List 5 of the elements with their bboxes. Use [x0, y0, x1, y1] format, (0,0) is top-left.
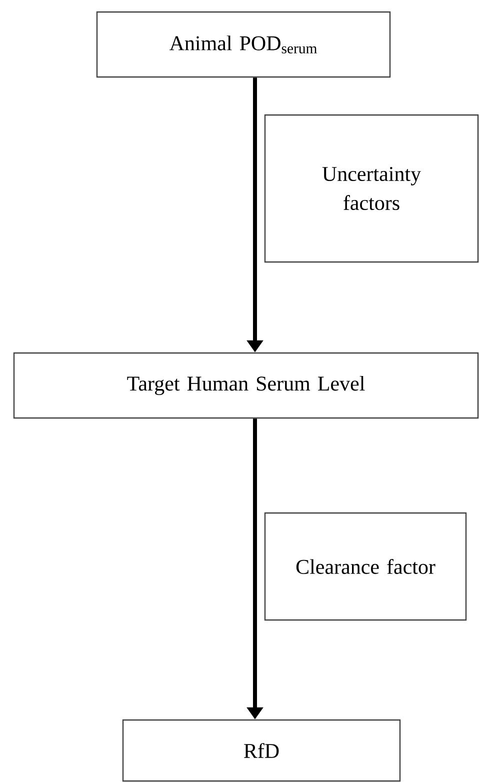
- process-box: Target Human Serum Level: [13, 352, 479, 419]
- process-box: Clearance factor: [264, 512, 467, 621]
- process-box: Uncertainty factors: [264, 114, 479, 263]
- process-box: Animal POD$_{serum}$: [96, 11, 391, 78]
- process-box: RfD: [122, 719, 401, 782]
